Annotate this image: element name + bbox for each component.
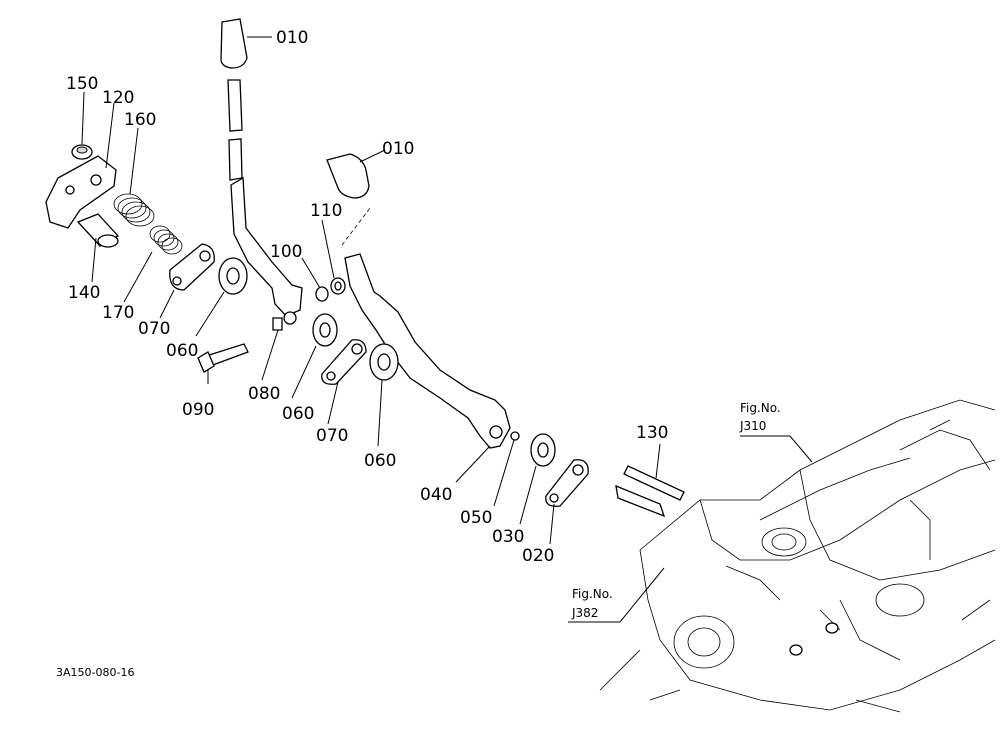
washer-060-c xyxy=(369,343,399,381)
shaft-arm xyxy=(615,484,666,518)
callout-130: 130 xyxy=(636,423,668,443)
callout-120: 120 xyxy=(102,88,134,108)
callout-160: 160 xyxy=(124,110,156,130)
fig-ref-j310: Fig.No. J310 xyxy=(739,401,781,433)
callout-140: 140 xyxy=(68,283,100,303)
fig-ref-j310-label: Fig.No. xyxy=(740,401,781,415)
callout-020: 020 xyxy=(522,546,554,566)
callout-010-top: 010 xyxy=(276,28,308,48)
callout-070-a: 070 xyxy=(138,319,170,339)
plate-070-b xyxy=(321,339,367,385)
callout-060-a: 060 xyxy=(166,341,198,361)
spring-160 xyxy=(113,193,155,227)
fig-ref-j382-label: Fig.No. xyxy=(572,587,613,601)
plate-070-a xyxy=(169,243,215,291)
spring-170 xyxy=(149,225,183,255)
upper-lever-rod xyxy=(227,79,303,331)
callout-100: 100 xyxy=(270,242,302,262)
callout-060-c: 060 xyxy=(364,451,396,471)
washer-060-a xyxy=(218,257,248,295)
washer-060-b xyxy=(312,313,338,347)
callout-110: 110 xyxy=(310,201,342,221)
lever-knob-top xyxy=(220,18,248,69)
bolt-090 xyxy=(197,343,249,373)
callout-080: 080 xyxy=(248,384,280,404)
lower-lever-rod xyxy=(344,253,520,449)
callout-060-b: 060 xyxy=(282,404,314,424)
knob-guide-line xyxy=(341,207,371,246)
leader-lines xyxy=(81,36,813,623)
fig-ref-j382-number: J382 xyxy=(571,606,598,620)
bushing-150 xyxy=(71,144,93,160)
callout-050: 050 xyxy=(460,508,492,528)
callout-010-mid: 010 xyxy=(382,139,414,159)
washer-030 xyxy=(530,433,556,467)
callout-070-b: 070 xyxy=(316,426,348,446)
callout-090: 090 xyxy=(182,400,214,420)
callout-labels: 010 010 150 120 160 140 170 070 060 090 … xyxy=(66,28,668,566)
pin-140 xyxy=(76,213,120,248)
nut-110 xyxy=(330,277,346,295)
callout-030: 030 xyxy=(492,527,524,547)
callout-040: 040 xyxy=(420,485,452,505)
fig-ref-j310-number: J310 xyxy=(739,419,766,433)
transmission-housing xyxy=(599,399,996,713)
lever-knob-mid xyxy=(326,153,370,199)
callout-170: 170 xyxy=(102,303,134,323)
drawing-code: 3A150-080-16 xyxy=(56,666,134,679)
stud-bolt-130 xyxy=(623,465,685,501)
plate-020 xyxy=(545,459,589,507)
fig-ref-j382: Fig.No. J382 xyxy=(571,587,613,620)
callout-150: 150 xyxy=(66,74,98,94)
bracket-plate-120 xyxy=(45,155,117,229)
washer-100 xyxy=(315,286,329,302)
